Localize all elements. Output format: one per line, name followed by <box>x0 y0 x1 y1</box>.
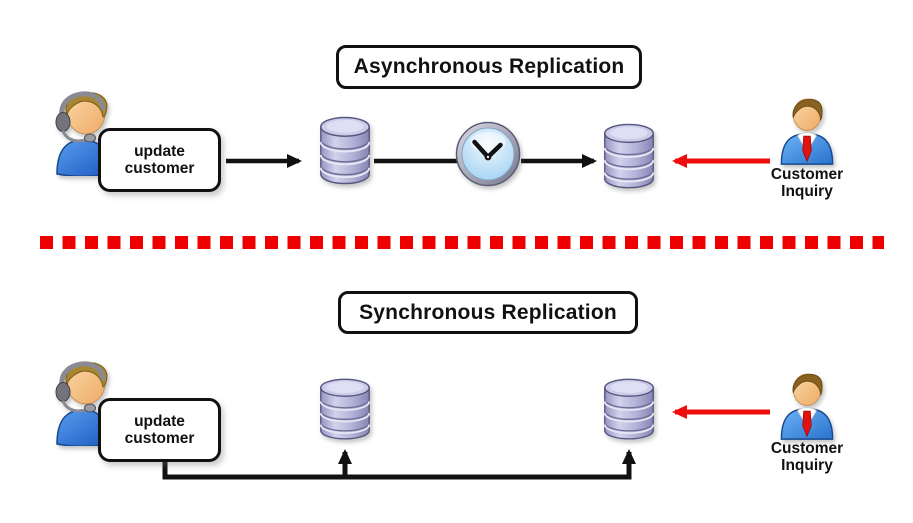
async-section-title: Asynchronous Replication <box>336 45 642 89</box>
update-label-line1: update <box>134 143 185 160</box>
customer-icon <box>776 92 838 166</box>
update-label-line2: customer <box>124 430 195 447</box>
inquiry-label-line2: Inquiry <box>781 456 833 474</box>
sync-section-title: Synchronous Replication <box>338 291 638 334</box>
inquiry-label-line2: Inquiry <box>781 182 833 200</box>
async-update-customer-box: update customer <box>98 128 221 192</box>
clock-delay-icon <box>455 121 521 187</box>
update-label-line1: update <box>134 413 185 430</box>
inquiry-label-line1: Customer <box>770 440 844 457</box>
sync-customer-inquiry-label: Customer Inquiry <box>737 440 877 474</box>
replica-database-icon <box>602 378 656 442</box>
update-label-line2: customer <box>124 160 195 177</box>
async-customer-inquiry-label: Customer Inquiry <box>737 166 877 200</box>
replica-database-icon <box>602 123 656 191</box>
customer-icon <box>776 367 838 441</box>
primary-database-icon <box>318 378 372 442</box>
sync-update-customer-box: update customer <box>98 398 221 462</box>
sync-write-connector <box>162 449 636 480</box>
async-title-text: Asynchronous Replication <box>353 55 625 78</box>
primary-database-icon <box>318 116 372 187</box>
section-divider <box>40 236 884 249</box>
sync-title-text: Synchronous Replication <box>359 300 617 324</box>
inquiry-label-line1: Customer <box>770 166 844 183</box>
